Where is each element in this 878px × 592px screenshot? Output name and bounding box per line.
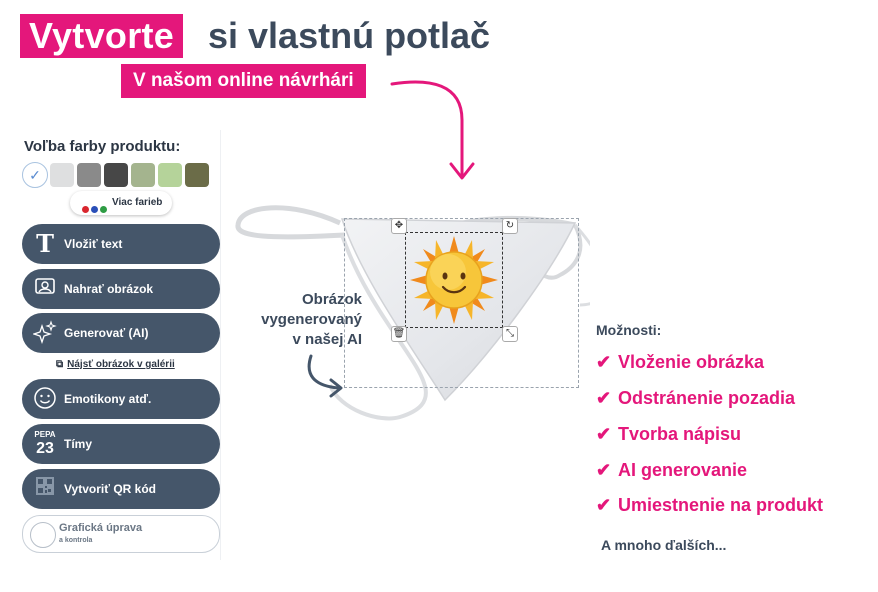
graphic-edit-button[interactable]: Grafická úprava a kontrola	[22, 515, 220, 553]
move-handle-icon[interactable]: ✥	[391, 218, 407, 234]
sparkles-icon	[31, 320, 58, 346]
insert-text-label: Vložiť text	[64, 237, 123, 251]
subheadline: V našom online návrhári	[121, 64, 366, 98]
print-area-outline	[344, 218, 579, 388]
gallery-icon: ⧉	[56, 359, 64, 370]
upload-image-label: Nahrať obrázok	[64, 282, 154, 296]
image-selection-box[interactable]	[405, 232, 503, 328]
generate-ai-button[interactable]: Generovať (AI)	[22, 313, 220, 353]
check-icon: ✔	[596, 460, 612, 480]
rotate-handle-icon[interactable]: ↻	[502, 218, 518, 234]
headline-rest: si vlastnú potlač	[208, 15, 491, 56]
sun-smiley-image[interactable]	[408, 234, 500, 326]
option-item: ✔ Umiestnenie na produkt	[596, 495, 823, 516]
emoticons-label: Emotikony atď.	[64, 392, 152, 406]
curved-arrow-icon	[307, 354, 343, 398]
annotation-line-3: v našej AI	[292, 331, 362, 348]
resize-handle-icon[interactable]: ⤡	[502, 326, 518, 342]
color-swatch-olive[interactable]	[185, 163, 209, 187]
color-swatch-sage[interactable]	[131, 163, 155, 187]
team-number-icon: PEPA 23	[30, 430, 60, 457]
ai-image-annotation: Obrázok vygenerovaný v našej AI	[232, 290, 362, 350]
emoticons-button[interactable]: Emotikony atď.	[22, 379, 220, 419]
qr-code-icon	[32, 476, 58, 502]
pointer-arrow-icon	[390, 80, 475, 180]
smiley-icon	[32, 386, 58, 412]
check-icon: ✔	[596, 352, 612, 372]
option-label: AI generovanie	[618, 460, 748, 480]
check-icon: ✔	[596, 388, 612, 408]
team-badge-top: PEPA	[34, 430, 56, 439]
annotation-line-1: Obrázok	[301, 291, 362, 308]
check-icon: ✔	[596, 424, 612, 444]
upload-image-button[interactable]: Nahrať obrázok	[22, 269, 220, 309]
check-icon: ✓	[29, 167, 41, 183]
delete-handle-icon[interactable]: 🗑	[391, 326, 407, 342]
more-colors-button[interactable]: Viac farieb	[70, 191, 172, 215]
team-badge-number: 23	[36, 440, 54, 457]
graphic-edit-icon	[30, 522, 56, 548]
options-more: A mnoho ďalších...	[601, 537, 727, 553]
teams-button[interactable]: PEPA 23 Tímy	[22, 424, 220, 464]
option-label: Tvorba nápisu	[618, 424, 742, 444]
color-swatch-grey[interactable]	[77, 163, 101, 187]
color-choice-title: Voľba farby produktu:	[24, 138, 181, 155]
option-item: ✔ Tvorba nápisu	[596, 424, 741, 445]
option-item: ✔ Vloženie obrázka	[596, 352, 764, 373]
headline-highlight: Vytvorte	[20, 14, 184, 58]
color-swatch-light-green[interactable]	[158, 163, 182, 187]
color-swatch-light-grey[interactable]	[50, 163, 74, 187]
teams-label: Tímy	[64, 437, 93, 451]
options-title: Možnosti:	[596, 322, 662, 338]
text-icon: T	[36, 229, 54, 258]
option-item: ✔ Odstránenie pozadia	[596, 388, 795, 409]
product-image	[235, 205, 590, 421]
create-qr-label: Vytvoriť QR kód	[64, 482, 156, 496]
option-label: Umiestnenie na produkt	[618, 495, 824, 515]
graphic-edit-label: Grafická úprava	[59, 522, 143, 534]
graphic-edit-sublabel: a kontrola	[59, 537, 93, 544]
annotation-line-2: vygenerovaný	[261, 311, 362, 328]
sidebar-divider	[220, 130, 221, 560]
color-swatch-dark-grey[interactable]	[104, 163, 128, 187]
create-qr-button[interactable]: Vytvoriť QR kód	[22, 469, 220, 509]
image-upload-icon	[32, 276, 58, 302]
more-colors-label: Viac farieb	[112, 197, 163, 208]
gallery-link[interactable]: ⧉Nájsť obrázok v galérii	[56, 359, 175, 370]
option-label: Vloženie obrázka	[618, 352, 765, 372]
color-dots-icon	[82, 199, 109, 223]
check-icon: ✔	[596, 495, 612, 515]
option-label: Odstránenie pozadia	[618, 388, 796, 408]
insert-text-button[interactable]: T Vložiť text	[22, 224, 220, 264]
generate-ai-label: Generovať (AI)	[64, 326, 149, 340]
color-swatch-white-selected[interactable]: ✓	[22, 162, 48, 188]
gallery-link-label: Nájsť obrázok v galérii	[67, 359, 175, 370]
option-item: ✔ AI generovanie	[596, 460, 747, 481]
